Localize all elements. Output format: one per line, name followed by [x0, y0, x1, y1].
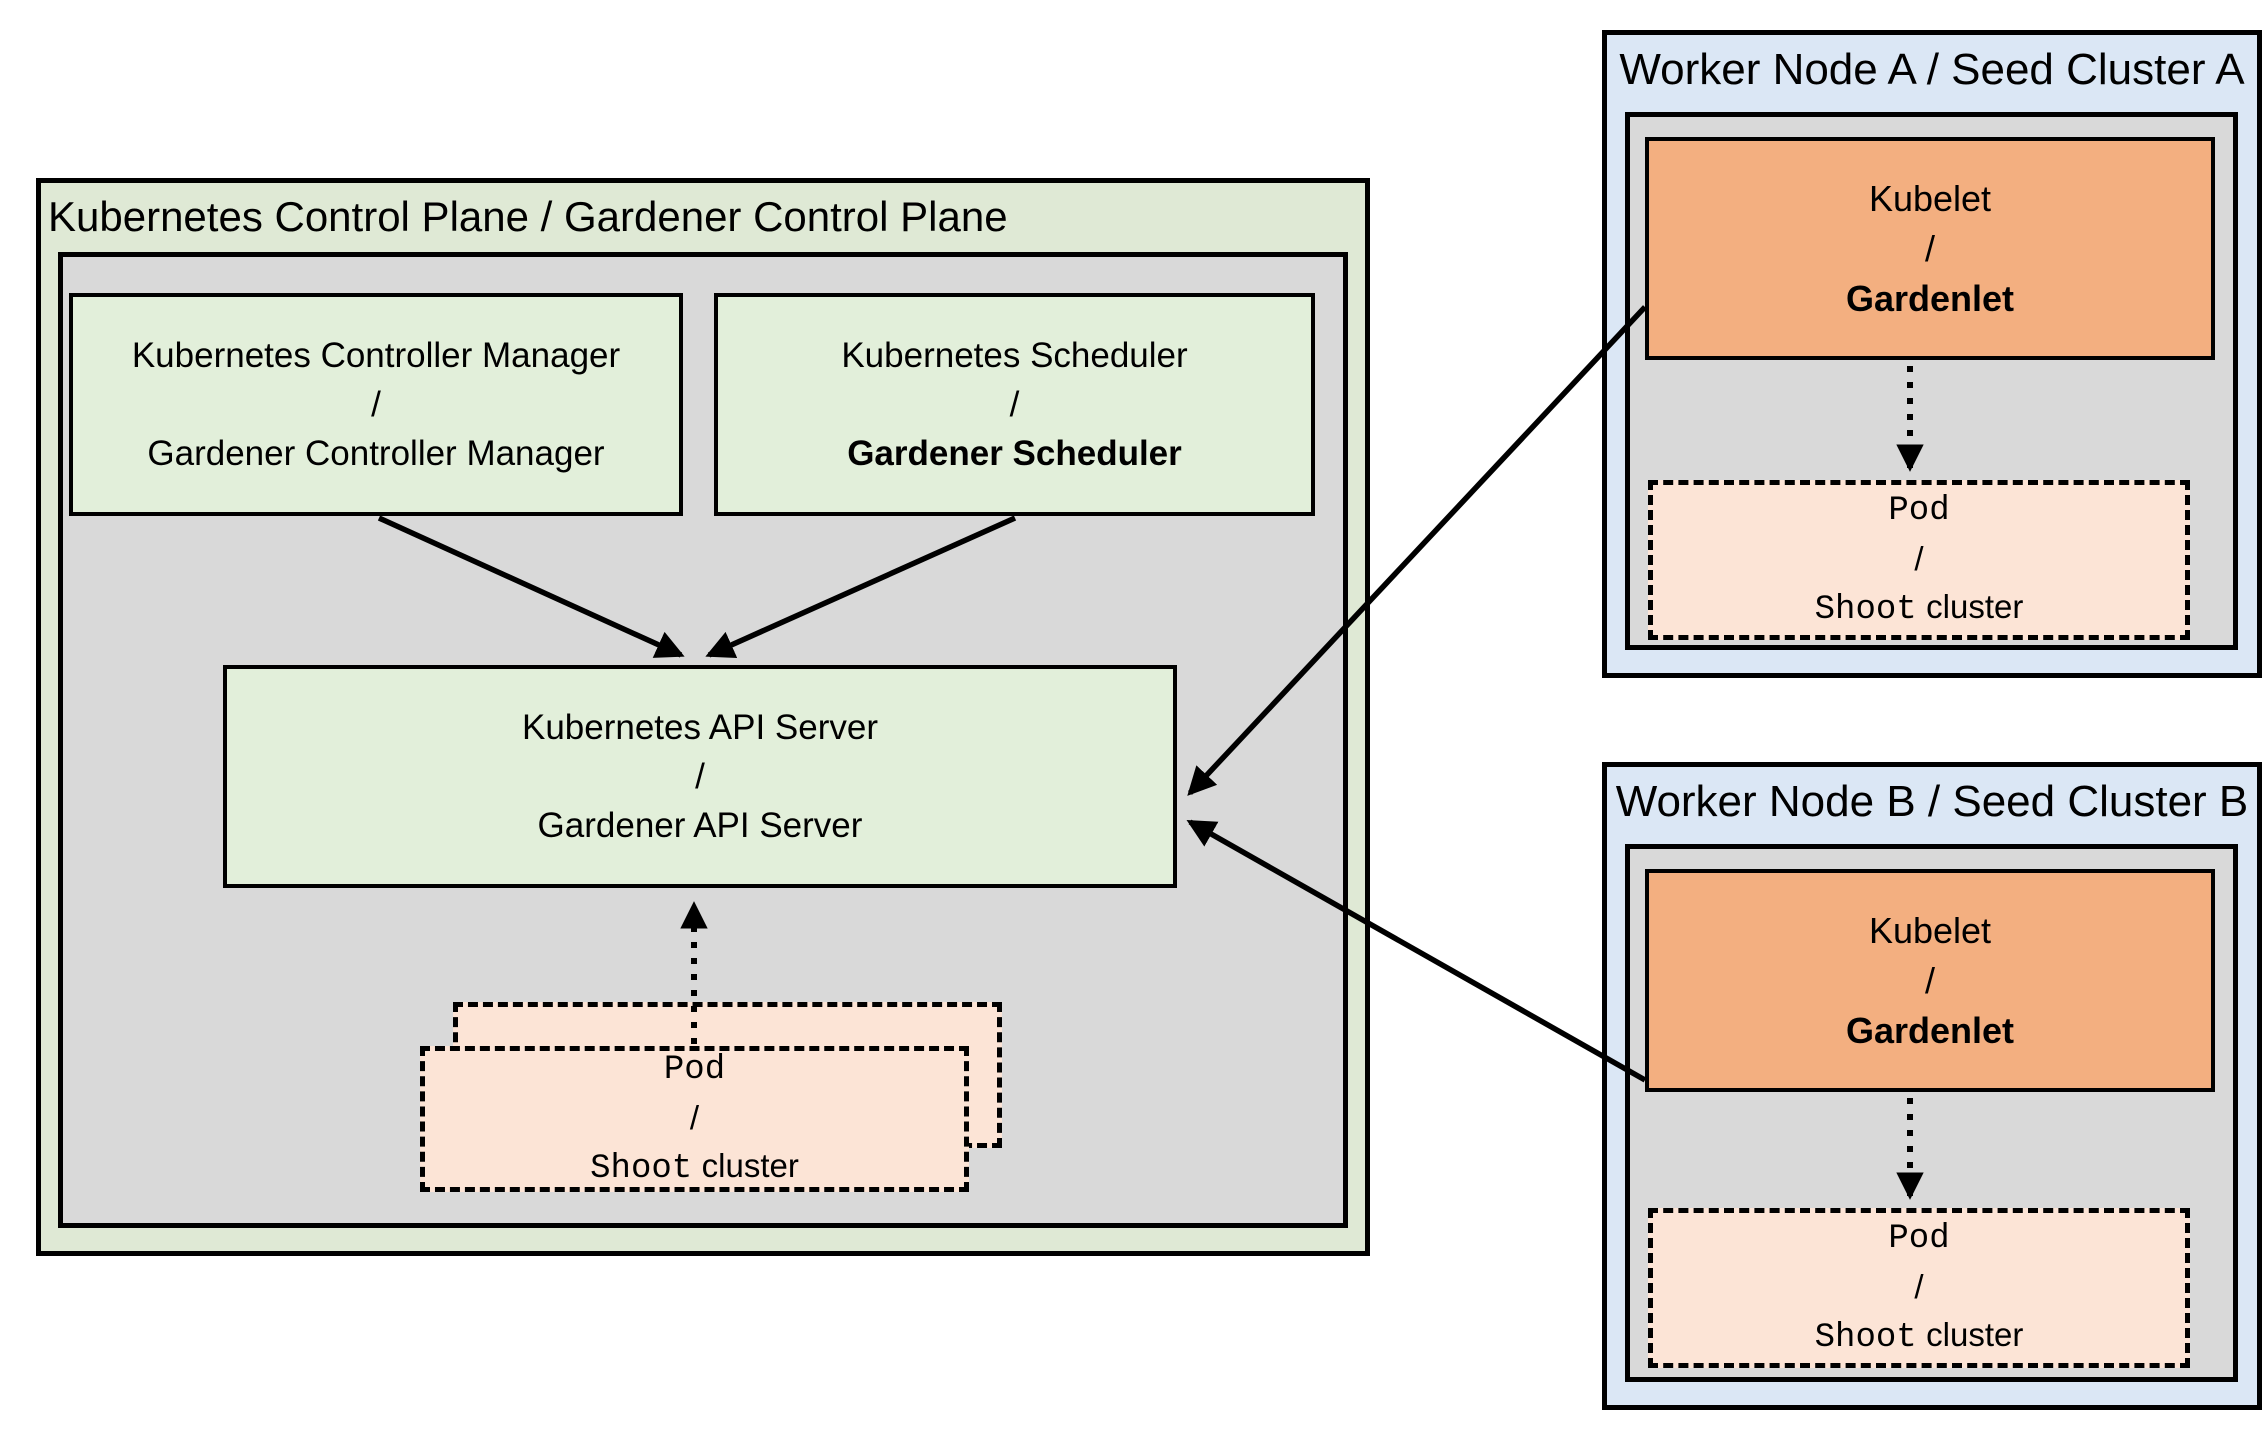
control-plane-pod-label-line1: Pod: [663, 1050, 726, 1089]
node-pod-control-plane: Pod / Shoot cluster: [420, 1046, 969, 1192]
api-server-label-line1: Kubernetes API Server: [521, 708, 879, 747]
controller-manager-label-line3: Gardener Controller Manager: [147, 434, 605, 473]
worker-a-pod-label-shoot: Shoot: [1814, 590, 1917, 629]
kubelet-b-label-line3: Gardenlet: [1845, 1009, 2015, 1051]
worker-b-pod-label-slash: /: [1914, 1267, 1924, 1305]
worker-a-pod-label-cluster: cluster: [1926, 587, 2024, 625]
control-plane-pod-label-shoot: Shoot: [590, 1149, 693, 1188]
control-plane-title: Kubernetes Control Plane / Gardener Cont…: [48, 193, 1008, 240]
worker-a-pod-label-line3: Shoot cluster: [1815, 583, 2024, 634]
kubelet-a-label-line3: Gardenlet: [1845, 277, 2015, 319]
worker-a-pod-label-line1: Pod: [1888, 491, 1950, 530]
worker-a-pod-label-slash: /: [1914, 539, 1924, 577]
control-plane-pod-label-line3: Shoot cluster: [590, 1142, 799, 1193]
scheduler-label-line1: Kubernetes Scheduler: [841, 336, 1188, 375]
control-plane-pod-label-cluster: cluster: [701, 1146, 799, 1184]
node-pod-worker-a: Pod / Shoot cluster: [1648, 480, 2190, 640]
kubelet-a-label-line1: Kubelet: [1868, 177, 1992, 219]
api-server-label-line3: Gardener API Server: [537, 806, 863, 845]
api-server-label-slash: /: [695, 757, 705, 796]
scheduler-label-line3: Gardener Scheduler: [847, 434, 1182, 473]
control-plane-pod-label-slash: /: [689, 1098, 700, 1136]
worker-b-pod-label-shoot: Shoot: [1814, 1318, 1917, 1357]
controller-manager-label-slash: /: [371, 385, 381, 424]
worker-b-pod-label-cluster: cluster: [1926, 1315, 2024, 1353]
node-controller-manager: Kubernetes Controller Manager / Gardener…: [69, 293, 683, 516]
worker-node-a-title: Worker Node A / Seed Cluster A: [1619, 45, 2245, 94]
worker-node-b-title: Worker Node B / Seed Cluster B: [1615, 777, 2249, 826]
scheduler-label-slash: /: [1009, 385, 1020, 424]
node-kubelet-b: Kubelet / Gardenlet: [1645, 869, 2215, 1092]
kubelet-b-label-slash: /: [1924, 959, 1935, 1001]
controller-manager-label-line1: Kubernetes Controller Manager: [131, 336, 621, 375]
node-api-server: Kubernetes API Server / Gardener API Ser…: [223, 665, 1177, 888]
node-scheduler: Kubernetes Scheduler / Gardener Schedule…: [714, 293, 1315, 516]
kubelet-a-label-slash: /: [1924, 227, 1935, 269]
worker-b-pod-label-line1: Pod: [1888, 1219, 1950, 1258]
node-pod-worker-b: Pod / Shoot cluster: [1648, 1208, 2190, 1368]
node-kubelet-a: Kubelet / Gardenlet: [1645, 137, 2215, 360]
kubelet-b-label-line1: Kubelet: [1868, 909, 1992, 951]
worker-b-pod-label-line3: Shoot cluster: [1815, 1311, 2024, 1362]
